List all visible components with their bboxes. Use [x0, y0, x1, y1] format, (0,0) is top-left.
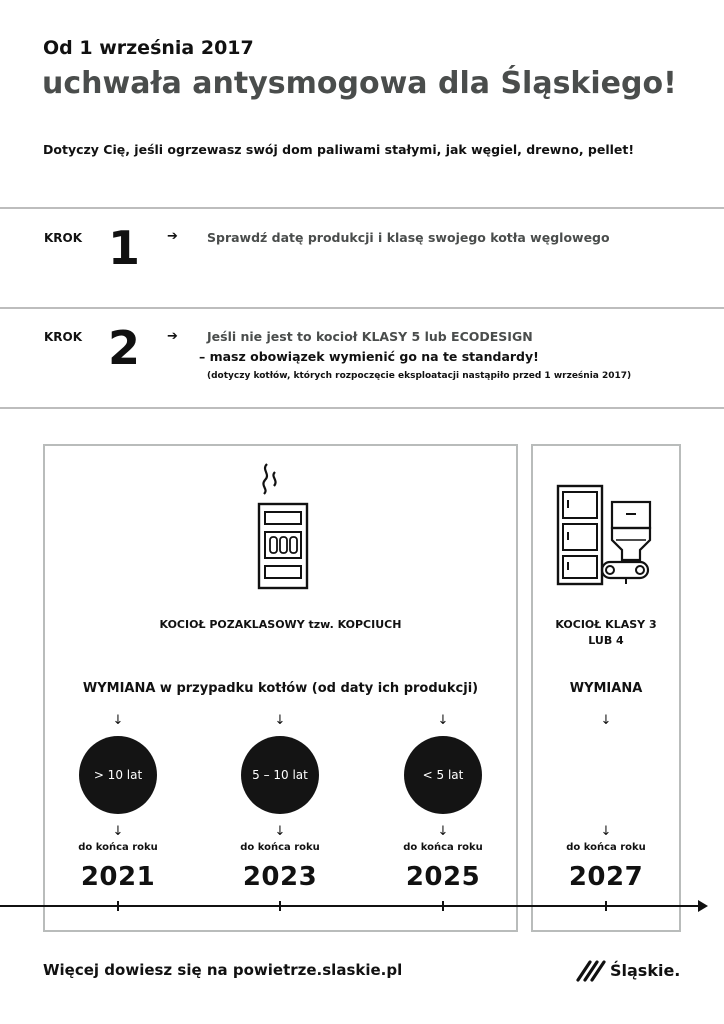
step-2-note: (dotyczy kotłów, których rozpoczęcie eks… [207, 371, 632, 381]
slaskie-logo-text: Śląskie. [610, 961, 681, 980]
step-1-number: 1 [108, 221, 141, 275]
step-2-label: KROK [44, 330, 83, 344]
timeline-tick-2023 [279, 901, 281, 911]
group-3-arrow-bottom-icon: ↓ [437, 824, 449, 839]
group-3-arrow-top-icon: ↓ [437, 713, 449, 728]
right-arrow-top-icon: ↓ [600, 713, 612, 728]
right-year: 2027 [568, 862, 644, 892]
right-arrow-bottom-icon: ↓ [600, 824, 612, 839]
divider-middle [0, 307, 724, 309]
class-3-4-boiler-icon [556, 484, 652, 586]
group-3-until: do końca roku [403, 842, 483, 853]
step-2-arrow-icon: ➔ [167, 329, 178, 344]
group-1-arrow-top-icon: ↓ [112, 713, 124, 728]
group-3-year: 2025 [405, 862, 481, 892]
coal-boiler-icon [257, 463, 309, 590]
subtitle: Dotyczy Cię, jeśli ogrzewasz swój dom pa… [43, 142, 635, 157]
divider-bottom [0, 407, 724, 409]
step-1-arrow-icon: ➔ [167, 229, 178, 244]
group-1-age-badge: > 10 lat [79, 736, 157, 814]
left-boiler-title: KOCIOŁ POZAKLASOWY tzw. KOPCIUCH [159, 618, 402, 631]
group-1-year: 2021 [80, 862, 156, 892]
step-1-text: Sprawdź datę produkcji i klasę swojego k… [207, 230, 610, 245]
group-3-age-badge: < 5 lat [404, 736, 482, 814]
left-panel [43, 444, 518, 932]
group-1-until: do końca roku [78, 842, 158, 853]
group-2-year: 2023 [242, 862, 318, 892]
right-boiler-title-line1: KOCIOŁ KLASY 3 [555, 618, 657, 631]
page-title: uchwała antysmogowa dla Śląskiego! [42, 66, 677, 101]
more-info-link[interactable]: Więcej dowiesz się na powietrze.slaskie.… [43, 961, 403, 979]
group-2-arrow-bottom-icon: ↓ [274, 824, 286, 839]
left-replace-bold: WYMIANA [82, 681, 156, 696]
date-line: Od 1 września 2017 [43, 37, 254, 59]
group-2-until: do końca roku [240, 842, 320, 853]
divider-top [0, 207, 724, 209]
step-2-text-line2: – masz obowiązek wymienić go na te stand… [199, 349, 539, 364]
group-2-age-badge: 5 – 10 lat [241, 736, 319, 814]
step-1-label: KROK [44, 231, 83, 245]
group-2-arrow-top-icon: ↓ [274, 713, 286, 728]
timeline-tick-2027 [605, 901, 607, 911]
left-replace-heading: WYMIANA w przypadku kotłów (od daty ich … [43, 681, 518, 696]
timeline-tick-2025 [442, 901, 444, 911]
right-panel [531, 444, 681, 932]
right-until: do końca roku [566, 842, 646, 853]
timeline-tick-2021 [117, 901, 119, 911]
left-replace-rest: w przypadku kotłów (od daty ich produkcj… [155, 681, 479, 696]
slaskie-logo-icon [576, 960, 606, 982]
timeline-arrow [0, 900, 708, 912]
right-boiler-title-line2: LUB 4 [588, 634, 624, 647]
step-2-text-line1: Jeśli nie jest to kocioł KLASY 5 lub ECO… [207, 329, 533, 344]
right-replace-heading: WYMIANA [569, 681, 643, 696]
group-1-arrow-bottom-icon: ↓ [112, 824, 124, 839]
step-2-number: 2 [108, 321, 141, 375]
